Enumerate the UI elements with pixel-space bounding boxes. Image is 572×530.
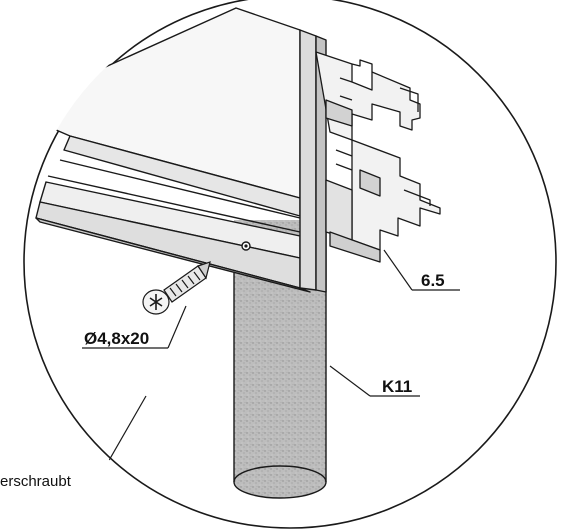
screw	[142, 261, 211, 315]
screw-dimension-label: Ø4,8x20	[84, 329, 149, 348]
leader-lines	[22, 249, 460, 491]
profile-cross-section	[315, 51, 441, 263]
note-label: erschraubt	[0, 473, 72, 490]
detail-circle	[23, 0, 557, 529]
frame-profile	[22, 7, 327, 293]
post-ref-label: K11	[382, 377, 412, 396]
profile-ref-label: 6.5	[421, 271, 445, 290]
